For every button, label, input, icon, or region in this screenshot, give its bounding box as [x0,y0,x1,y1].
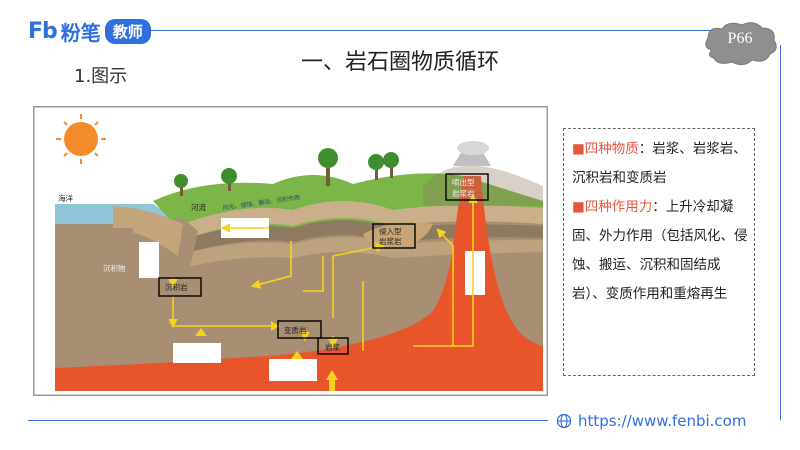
intrusive-rock-label-1: 侵入型 [379,226,402,236]
logo-pill: 教师 [104,18,151,44]
frame-right-line [780,45,781,420]
footer-url[interactable]: https://www.fenbi.com [556,410,746,432]
page-title: 一、岩石圈物质循环 [300,50,499,75]
page-cloud-icon [705,22,777,66]
frame-top-line [120,30,750,31]
sun-icon [56,114,106,164]
ocean-label: 海洋 [58,193,73,203]
metamorphic-rock-label: 变质岩 [284,325,307,335]
globe-icon [556,413,572,429]
footer-url-text: https://www.fenbi.com [578,412,747,430]
logo-brand: 粉笔 [60,20,101,45]
text-four-substances: ：岩浆、岩浆岩、沉积岩和变质岩 [572,141,747,186]
heading-four-forces: ■四种作用力 [572,199,653,215]
summary-box: ■四种物质：岩浆、岩浆岩、沉积岩和变质岩 ■四种作用力：上升冷却凝固、外力作用（… [563,128,755,376]
intrusive-rock-label-2: 岩浆岩 [379,236,402,246]
sedimentary-rock-label: 沉积岩 [165,282,188,292]
heading-four-substances: ■四种物质 [572,141,639,157]
text-four-forces: ：上升冷却凝固、外力作用（包括风化、侵蚀、搬运、沉积和固结成岩）、变质作用和重熔… [572,199,748,302]
sediment-label: 沉积物 [103,263,126,273]
logo-mark: Fb [28,18,58,44]
extrusive-rock-label-1: 喷出型 [452,177,475,187]
section-subtitle: 1.图示 [74,66,128,87]
rock-cycle-diagram: 海洋 河流 沉积物 沉积岩 变质岩 岩浆 侵入型 岩浆岩 喷出型 岩浆岩 风化、… [33,106,548,396]
tree-icon [174,148,399,196]
page-number: P66 [727,30,753,47]
river-label: 河流 [191,202,206,212]
extrusive-rock-label-2: 岩浆岩 [452,188,475,198]
magma-label: 岩浆 [325,342,340,352]
frame-bottom-line [28,420,548,421]
fenbi-logo: Fb 粉笔 教师 [28,18,151,45]
